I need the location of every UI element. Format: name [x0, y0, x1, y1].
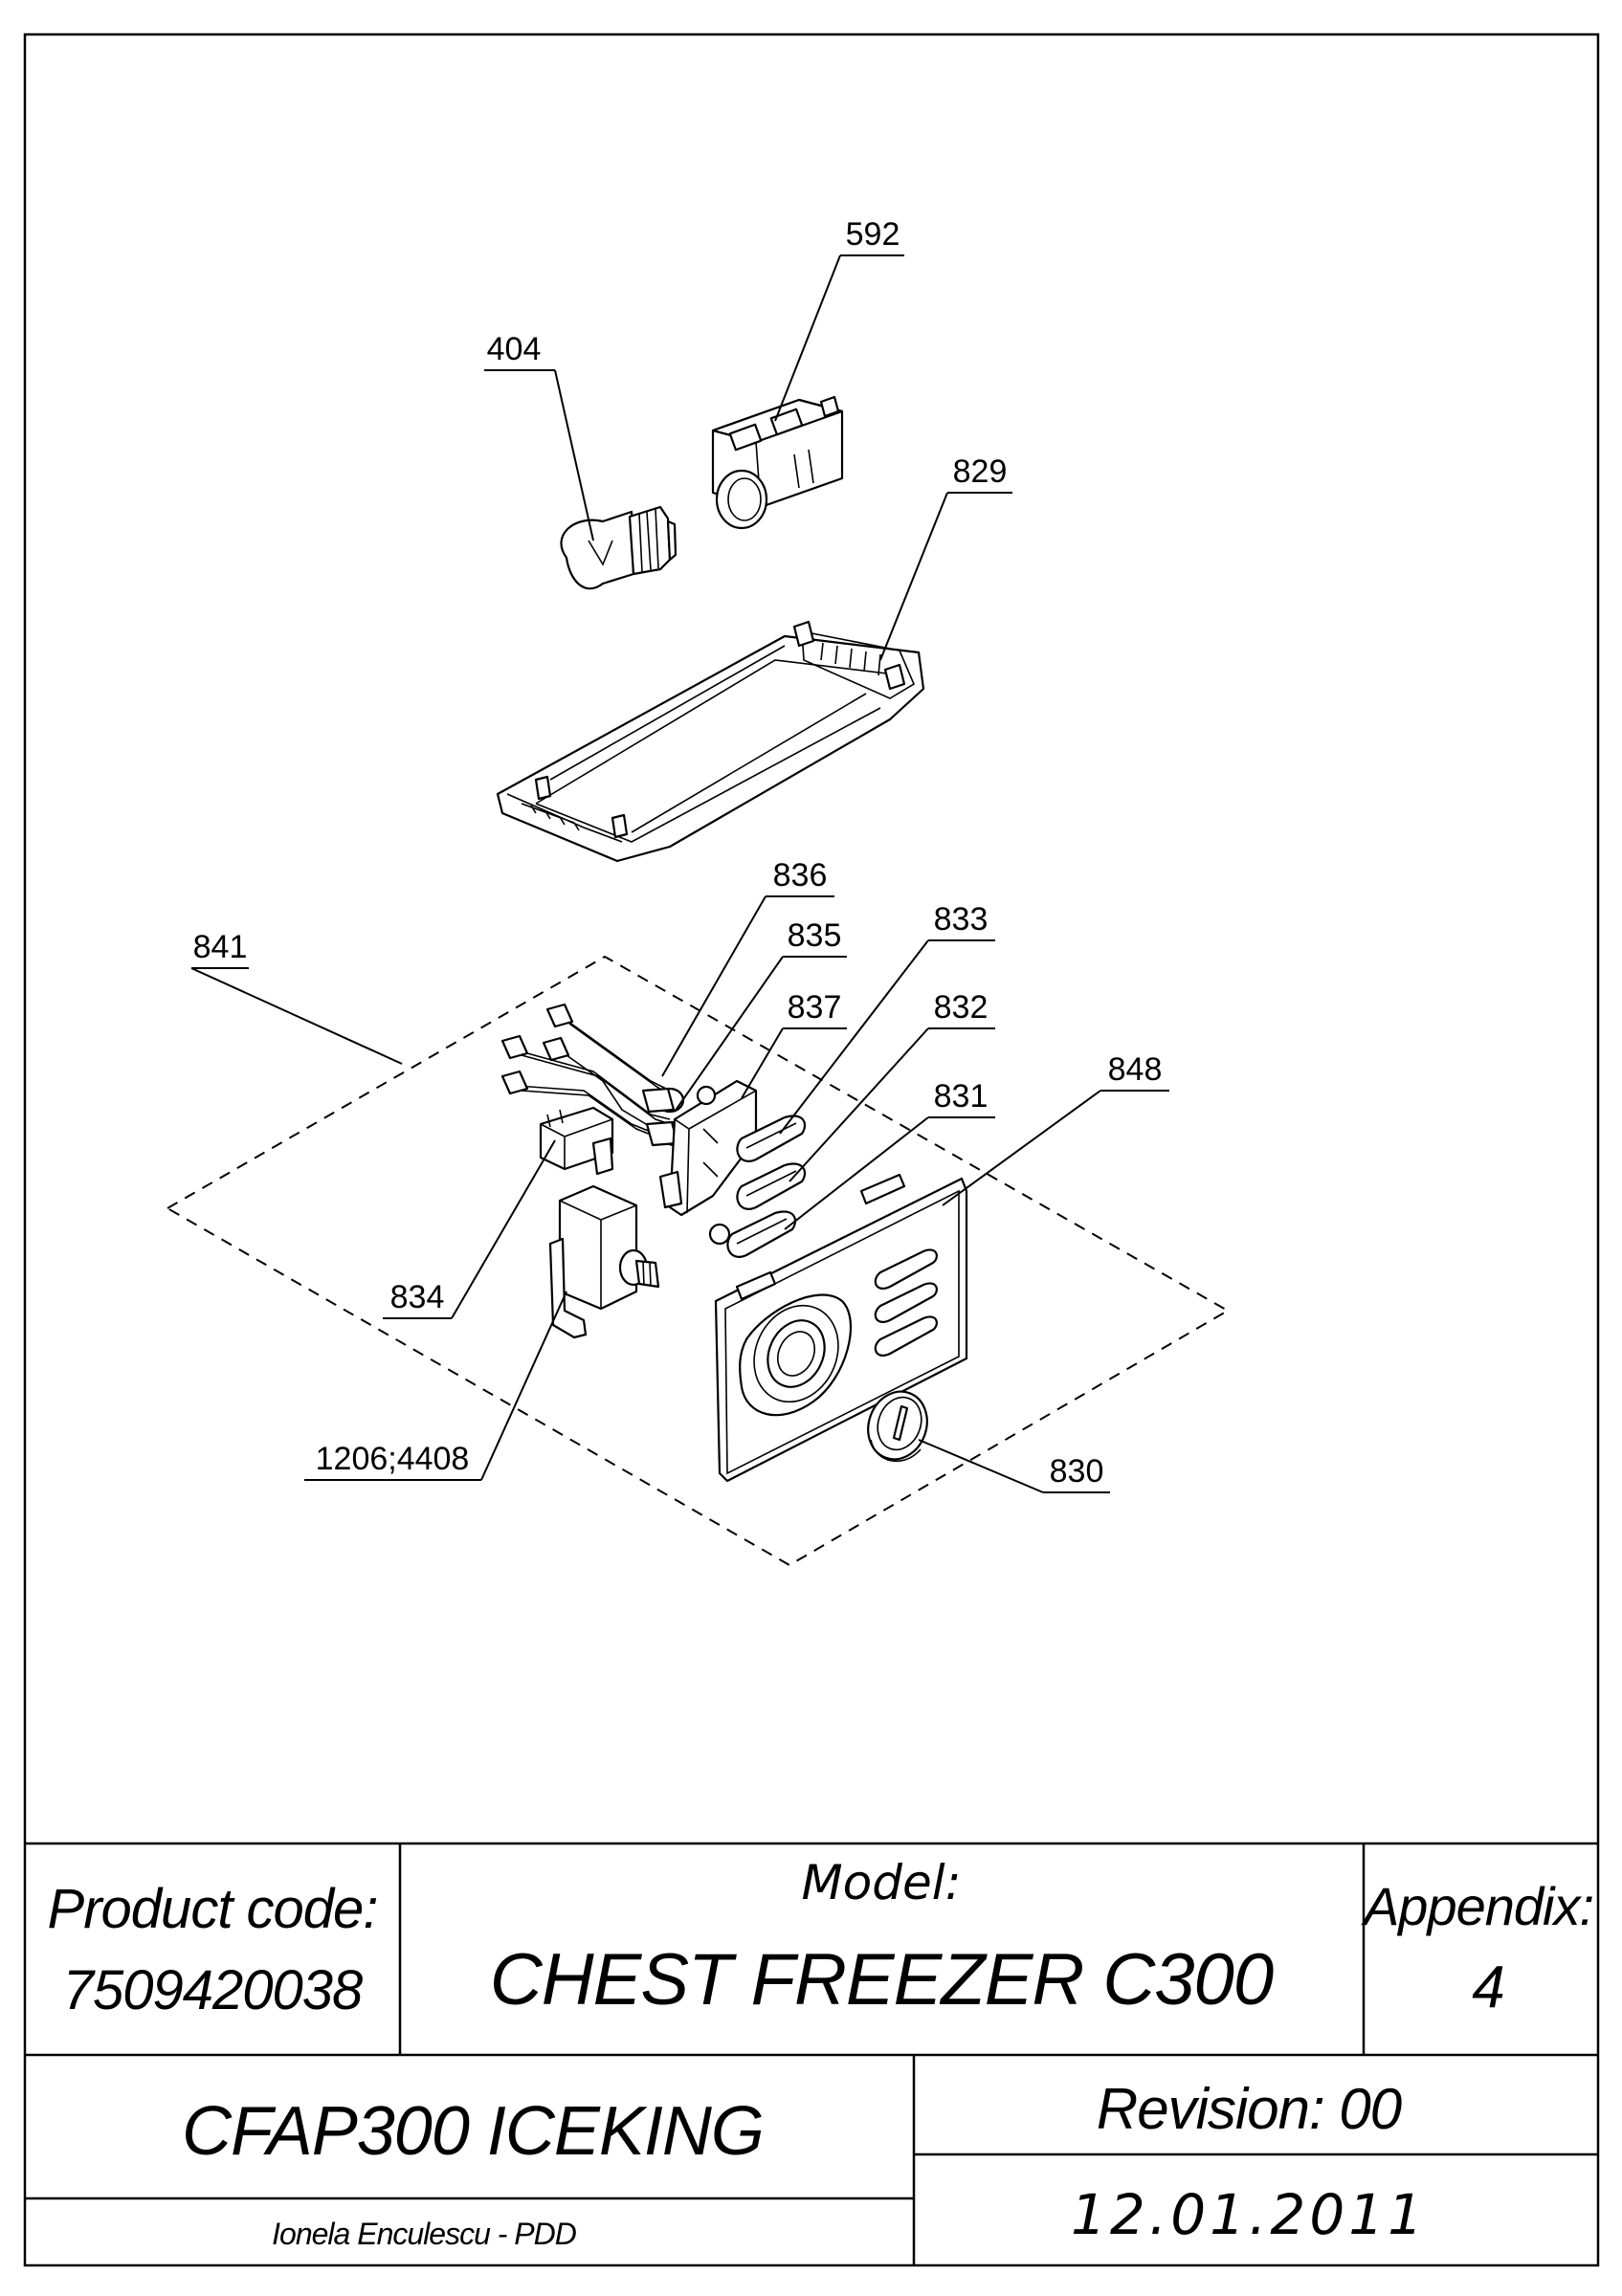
drawing-frame	[23, 33, 1600, 2267]
date: 12.01.2011	[1071, 2182, 1427, 2247]
part-837-bracket	[658, 1079, 758, 1246]
part-834-switch	[539, 1106, 614, 1176]
part-830-knob	[867, 1390, 928, 1463]
part-1206-4408-thermostat	[548, 1184, 660, 1339]
part-836-835-wiring	[500, 1003, 690, 1147]
model-label: Model:	[802, 1855, 962, 1910]
appendix-number: 4	[1472, 1954, 1503, 2020]
author: Ionela Enculescu - PDD	[272, 2217, 577, 2251]
callout-592: 592	[846, 216, 900, 253]
callout-848: 848	[1108, 1051, 1163, 1088]
product-code-label: Product code:	[48, 1878, 378, 1940]
part-404-bulb	[560, 505, 678, 590]
model-name: CHEST FREEZER C300	[490, 1939, 1274, 2020]
callout-836: 836	[773, 857, 828, 894]
callout-832: 832	[934, 989, 989, 1026]
callout-837: 837	[788, 989, 842, 1026]
revision: Revision: 00	[1097, 2077, 1402, 2141]
callout-829: 829	[953, 453, 1008, 490]
product-name: CFAP300 ICEKING	[182, 2093, 764, 2170]
title-block: Product code: 7509420038 Model: CHEST FR…	[25, 1842, 1598, 2265]
appendix-label: Appendix:	[1361, 1876, 1593, 1936]
part-848-control-panel	[714, 1173, 968, 1483]
product-code: 7509420038	[63, 1959, 363, 2021]
part-833-832-831-buttons	[726, 1115, 807, 1258]
callout-830: 830	[1050, 1453, 1104, 1490]
callout-835: 835	[788, 917, 842, 954]
callout-831: 831	[934, 1078, 989, 1115]
callout-404: 404	[487, 331, 542, 367]
part-592-lamp-holder	[711, 395, 844, 530]
callout-1206-4408: 1206;4408	[316, 1441, 470, 1477]
leader-lines	[190, 254, 1169, 1493]
callout-841: 841	[193, 929, 248, 965]
callout-834: 834	[390, 1279, 445, 1315]
callout-833: 833	[934, 901, 989, 938]
part-829-lamp-cover	[496, 620, 925, 863]
